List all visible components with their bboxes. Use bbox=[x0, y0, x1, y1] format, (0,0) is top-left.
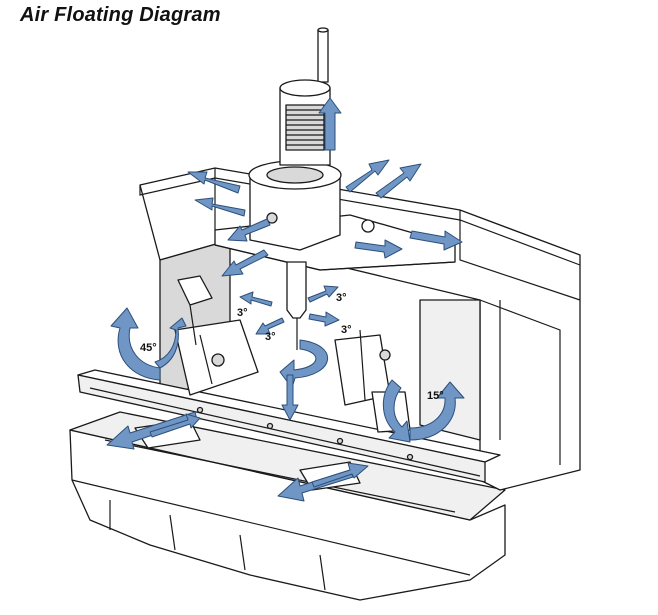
arrow-head-right-upper-2 bbox=[375, 163, 422, 199]
left-fixture bbox=[174, 275, 259, 396]
arrow-spindle-up bbox=[318, 97, 342, 151]
arrow-rotate-45-lower bbox=[154, 317, 187, 369]
angle-45-label: 45° bbox=[140, 342, 157, 354]
arrow-beam-right bbox=[409, 230, 463, 251]
arrow-rotate-45 bbox=[110, 307, 161, 381]
arrow-tilt-front-right bbox=[308, 311, 340, 327]
right-fixture bbox=[334, 329, 411, 433]
arrow-tilt-right bbox=[307, 285, 339, 303]
arrow-block-left-lower bbox=[221, 249, 269, 277]
arrow-rotate-15 bbox=[409, 381, 465, 441]
arrow-tilt-front-left bbox=[255, 317, 285, 335]
arrow-tilt-left bbox=[239, 291, 273, 307]
machine-frame bbox=[139, 167, 581, 491]
tilt-front-left-label: 3° bbox=[265, 331, 276, 343]
arrow-head-left-mid bbox=[194, 197, 246, 217]
tilt-left-label: 3° bbox=[237, 307, 248, 319]
angle-15-label: 15° bbox=[427, 390, 444, 402]
diagram-title: Air Floating Diagram bbox=[20, 4, 221, 26]
arrow-block-left bbox=[227, 218, 271, 242]
air-flow-arrows bbox=[106, 97, 465, 502]
arrow-head-right-lower bbox=[354, 239, 403, 259]
arrow-front-slide-right bbox=[149, 413, 201, 438]
tilt-right-label: 3° bbox=[336, 292, 347, 304]
arrow-spindle-down bbox=[281, 374, 299, 421]
arrow-bottom-slide-right bbox=[311, 462, 369, 488]
spindle bbox=[279, 27, 331, 350]
arrow-head-right-upper bbox=[345, 159, 390, 193]
tilt-front-right-label: 3° bbox=[341, 324, 352, 336]
spindle-head-block bbox=[214, 160, 456, 271]
arrow-head-left-upper bbox=[187, 171, 241, 194]
arrow-rotate-15-left bbox=[382, 379, 411, 443]
